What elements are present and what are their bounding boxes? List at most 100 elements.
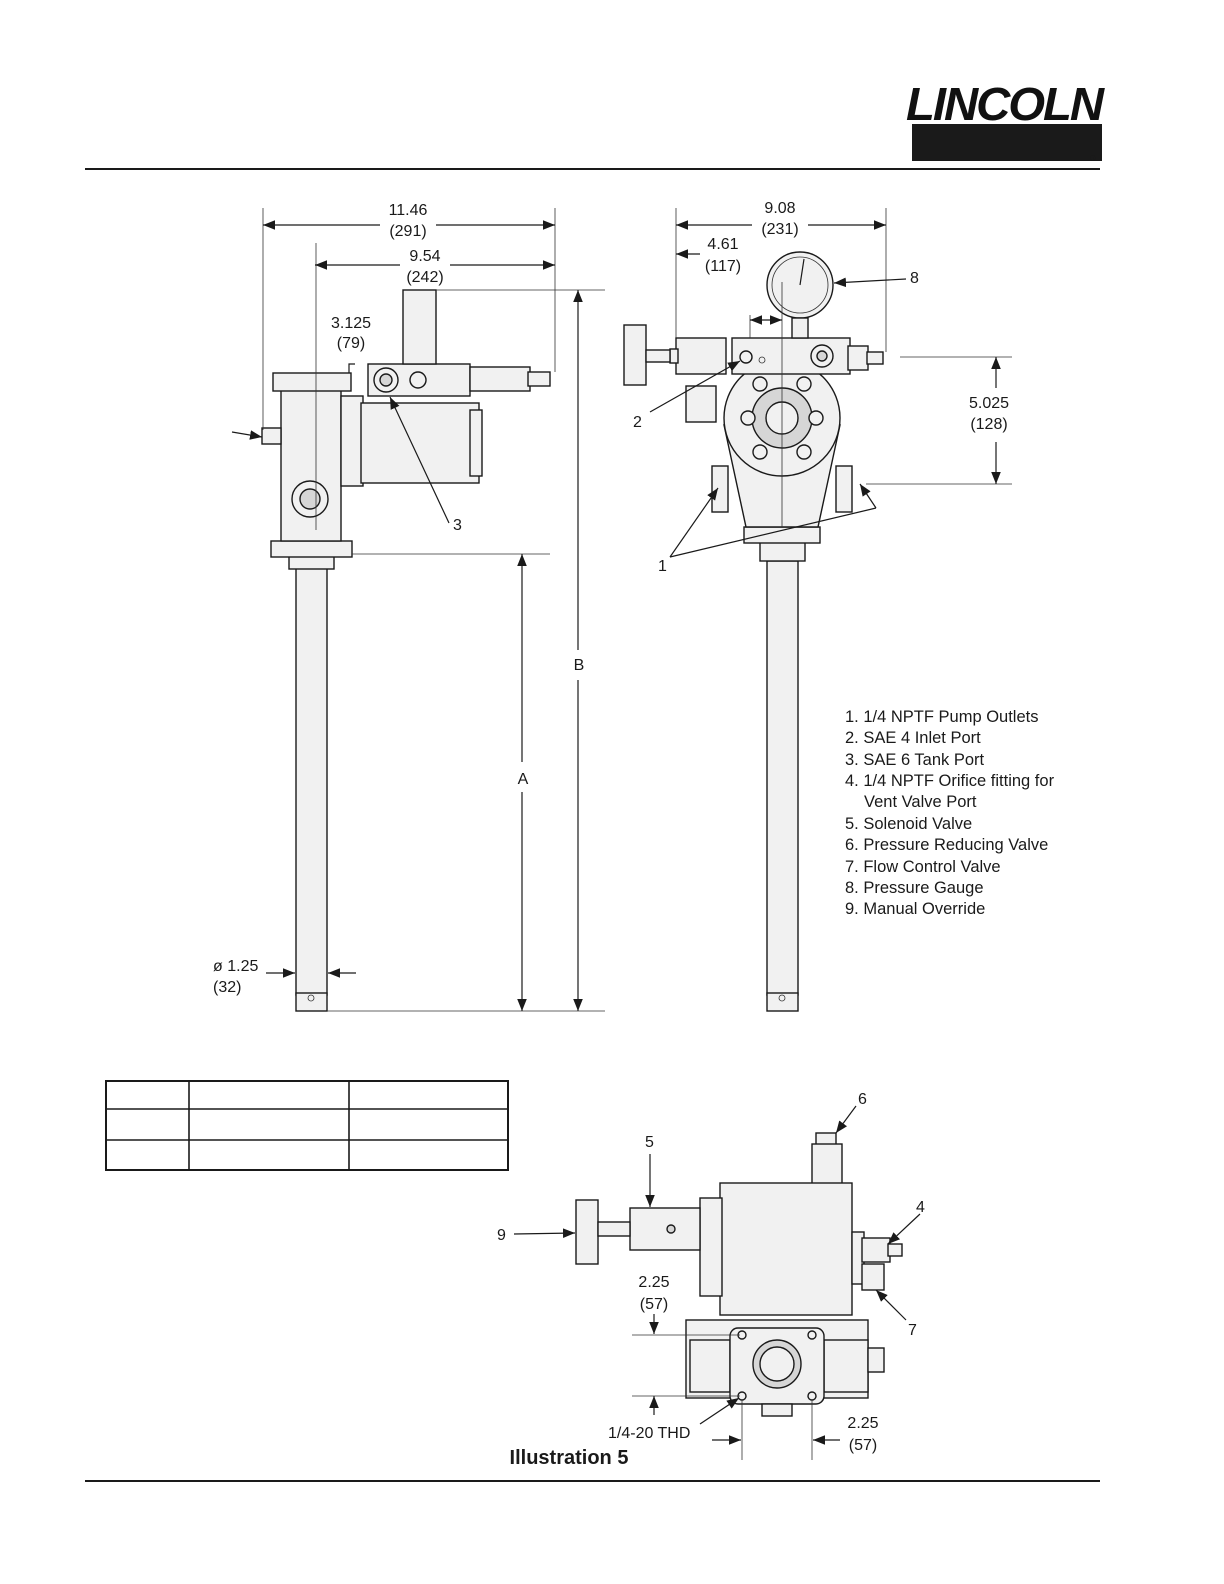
top-bottom-stub	[761, 1403, 793, 1417]
inlet-port	[739, 350, 753, 364]
top-view: 6 5 4 9 7 2.25 (57)	[497, 1091, 925, 1460]
callout-5: 5	[645, 1134, 655, 1207]
legend-item: 8. Pressure Gauge	[845, 879, 984, 897]
tank-port-inner	[379, 373, 393, 387]
dim-57-mm-vertical: (57)	[640, 1296, 668, 1313]
pump-tube	[295, 564, 328, 996]
dimension-width-2: 9.54 (242)	[315, 248, 555, 286]
override-stem	[669, 348, 679, 364]
mount-hole-2	[807, 1330, 817, 1340]
dim-3-125: 3.125	[331, 315, 371, 332]
legend-item: Vent Valve Port	[864, 793, 977, 811]
thread-label: 1/4-20 THD	[608, 1425, 690, 1442]
callout-3-leader	[389, 396, 450, 524]
callout-4-leader	[887, 1213, 921, 1245]
callout-6-label: 6	[858, 1091, 867, 1108]
dimension-a: A	[327, 553, 605, 1012]
dim-9-08: 9.08	[764, 200, 795, 217]
top-override-shaft	[597, 1221, 631, 1237]
dimension-overall-width: 11.46 (291)	[262, 202, 556, 430]
legend-item: 3. SAE 6 Tank Port	[845, 751, 985, 769]
bolt-4	[796, 444, 812, 460]
label-a: A	[518, 771, 529, 788]
pump-outlet-left	[711, 465, 729, 513]
callout-3: 3	[389, 396, 462, 534]
dim-9-54: 9.54	[409, 248, 440, 265]
solenoid-connector	[685, 385, 717, 423]
header: LINCOLN ®	[85, 78, 1107, 170]
top-pump-outlet-left	[689, 1339, 731, 1393]
inlet-pointer-arrow	[231, 430, 263, 440]
bolt-3	[808, 410, 824, 426]
dim-117-mm: (117)	[705, 258, 741, 275]
callout-4: 4	[887, 1199, 925, 1245]
motor-block	[360, 402, 480, 484]
dim-128-mm: (128)	[970, 416, 1007, 433]
side-view: 11.46 (291) 9.54 (242) 3.125 (79) 3 B	[213, 202, 605, 1012]
bolt-1	[752, 376, 768, 392]
callout-2: 2	[633, 360, 741, 431]
pressure-reducing-valve	[402, 289, 437, 365]
logo-registered-mark: ®	[1090, 154, 1096, 163]
callout-1: 1	[658, 483, 877, 575]
bolt-2	[796, 376, 812, 392]
callout-1-label: 1	[658, 558, 667, 575]
gauge-needle	[799, 258, 805, 286]
callout-8-leader	[833, 277, 907, 288]
solenoid-screw	[666, 1224, 676, 1234]
legend-item: 4. 1/4 NPTF Orifice fitting for	[845, 772, 1055, 790]
table-border	[105, 1080, 509, 1171]
flow-control-valve	[861, 1263, 885, 1291]
top-override-knob	[575, 1199, 599, 1265]
front-outlet-fitting	[847, 345, 869, 371]
dim-57-mm-horizontal: (57)	[849, 1437, 877, 1454]
callout-2-label: 2	[633, 414, 642, 431]
pump-housing	[340, 395, 364, 487]
gauge-stem	[791, 317, 809, 339]
manifold-screw	[758, 356, 766, 364]
reservoir-body	[280, 387, 342, 542]
dim-242-mm: (242)	[406, 269, 443, 286]
dim-231-mm: (231)	[761, 221, 798, 238]
prv-body	[811, 1143, 843, 1185]
dimension-b: B	[436, 289, 605, 1011]
outlet-nipple	[527, 371, 551, 387]
pump-outlet-right	[835, 465, 853, 513]
side-view-pump-drawing	[261, 243, 551, 1012]
top-solenoid	[629, 1207, 701, 1251]
manifold-plug	[409, 371, 427, 389]
override-shaft	[645, 349, 671, 363]
callout-7-leader	[875, 1289, 907, 1321]
legend-item: 2. SAE 4 Inlet Port	[845, 729, 981, 747]
callout-2-leader	[649, 360, 741, 413]
callout-1-leader-right-tip	[859, 483, 877, 509]
dimension-diameter: ø 1.25 (32)	[213, 958, 356, 996]
front-manifold-plug-inner	[816, 350, 828, 362]
outlet-fitting	[469, 366, 531, 392]
callout-8: 8	[833, 270, 919, 288]
callout-1-leader-right	[669, 507, 877, 558]
thread-leader	[699, 1397, 740, 1425]
front-base-flange	[743, 526, 821, 544]
top-manifold-block	[719, 1182, 853, 1316]
cover-latch	[348, 363, 355, 373]
lincoln-logo: LINCOLN ®	[906, 78, 1107, 163]
callout-9-label: 9	[497, 1227, 506, 1244]
logo-text: LINCOLN	[906, 78, 1105, 130]
dim-diameter: ø 1.25	[213, 958, 258, 975]
dimension-hole-spacing-vertical: 2.25 (57)	[632, 1274, 740, 1415]
front-view: 9.08 (231) 4.61 (117) 8 2 1	[623, 200, 1012, 1012]
top-manifold-side	[699, 1197, 723, 1297]
front-pump-tube	[766, 560, 799, 996]
label-b: B	[574, 657, 585, 674]
dim-11-46: 11.46	[389, 202, 428, 219]
dim-79-mm: (79)	[337, 335, 365, 352]
dimension-hole-spacing-horizontal: 2.25 (57)	[712, 1400, 879, 1460]
solenoid-body	[675, 337, 727, 375]
front-tube-tip	[766, 992, 799, 1012]
thread-callout: 1/4-20 THD	[608, 1397, 740, 1442]
dim-5-025: 5.025	[969, 395, 1009, 412]
callout-4-label: 4	[916, 1199, 925, 1216]
orifice-fitting	[861, 1237, 891, 1263]
